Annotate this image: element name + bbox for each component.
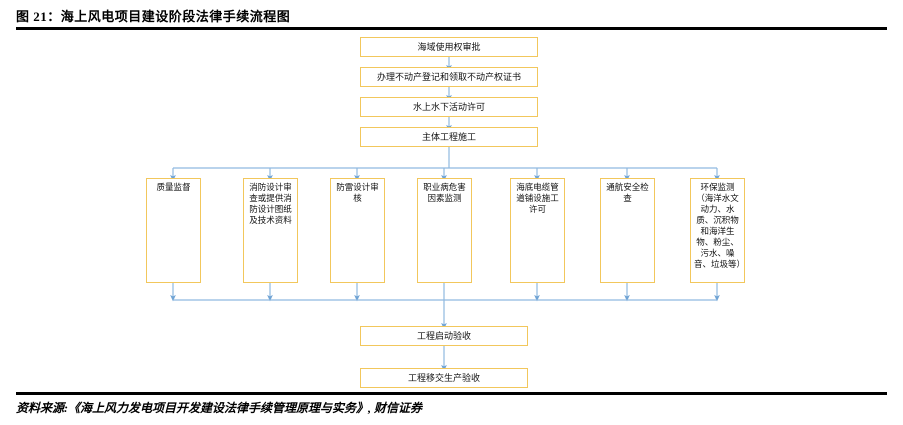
flow-node-label: 防雷设计审核	[336, 182, 379, 203]
connector-lines	[170, 57, 720, 372]
flow-node-label: 工程移交生产验收	[407, 373, 480, 383]
flow-node-label: 主体工程施工	[421, 132, 476, 142]
flow-node-label: 通航安全检查	[606, 182, 649, 203]
flow-node-environmental-monitoring[interactable]: 环保监测（海洋水文动力、水质、沉积物和海洋生物、粉尘、污水、噪音、垃圾等）	[690, 178, 745, 283]
flow-node-property-registration[interactable]: 办理不动产登记和领取不动产权证书	[360, 67, 538, 87]
flow-node-label: 海底电缆管道铺设施工许可	[516, 182, 559, 214]
flow-node-sea-use-approval[interactable]: 海域使用权审批	[360, 37, 538, 57]
flow-node-submarine-cable-permit[interactable]: 海底电缆管道铺设施工许可	[510, 178, 565, 283]
flow-node-handover-acceptance[interactable]: 工程移交生产验收	[360, 368, 528, 388]
flow-node-quality-supervision[interactable]: 质量监督	[146, 178, 201, 283]
flow-node-lightning-design-review[interactable]: 防雷设计审核	[330, 178, 385, 283]
page-title: 图 21：海上风电项目建设阶段法律手续流程图	[16, 9, 291, 24]
flow-node-label: 办理不动产登记和领取不动产权证书	[376, 72, 521, 82]
flow-node-label: 环保监测（海洋水文动力、水质、沉积物和海洋生物、粉尘、污水、噪音、垃圾等）	[694, 182, 746, 269]
flow-node-label: 水上水下活动许可	[412, 102, 485, 112]
flow-node-label: 工程启动验收	[416, 331, 471, 341]
flow-node-label: 职业病危害因素监测	[423, 182, 466, 203]
title-divider	[16, 27, 887, 30]
flow-node-main-construction[interactable]: 主体工程施工	[360, 127, 538, 147]
flow-node-water-activity-permit[interactable]: 水上水下活动许可	[360, 97, 538, 117]
flow-node-startup-acceptance[interactable]: 工程启动验收	[360, 326, 528, 346]
flow-node-label: 海域使用权审批	[417, 42, 481, 52]
flow-node-label: 质量监督	[156, 182, 191, 192]
flow-node-fire-design-review[interactable]: 消防设计审查或提供消防设计图纸及技术资料	[243, 178, 298, 283]
source-divider	[16, 392, 887, 395]
flow-node-navigation-safety-inspection[interactable]: 通航安全检查	[600, 178, 655, 283]
flow-node-label: 消防设计审查或提供消防设计图纸及技术资料	[249, 182, 292, 225]
flow-node-occupational-disease-monitoring[interactable]: 职业病危害因素监测	[417, 178, 472, 283]
flowchart-canvas: 海域使用权审批 办理不动产登记和领取不动产权证书 水上水下活动许可 主体工程施工…	[0, 30, 903, 390]
source-note: 资料来源:《海上风力发电项目开发建设法律手续管理原理与实务》, 财信证券	[16, 401, 422, 415]
